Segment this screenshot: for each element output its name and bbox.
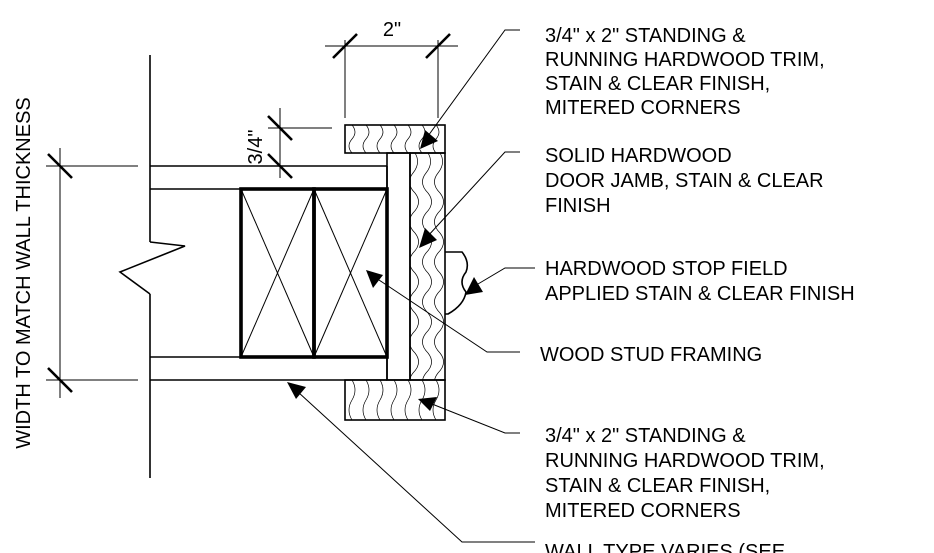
leader-top-trim (427, 29, 520, 137)
leader-door-jamb (426, 151, 520, 238)
door-jamb (386, 152, 446, 381)
wood-stud-framing (239, 187, 389, 359)
arrow-top-trim (420, 130, 438, 149)
wall-break-symbol (118, 241, 186, 295)
wall-section (118, 55, 388, 478)
callout-stop: HARDWOOD STOP FIELD APPLIED STAIN & CLEA… (545, 258, 855, 305)
dimension-label-3-4in: 3/4" (245, 130, 267, 165)
callout-bottom-trim: 3/4" x 2" STANDING & RUNNING HARDWOOD TR… (545, 425, 830, 522)
callout-top-trim: 3/4" x 2" STANDING & RUNNING HARDWOOD TR… (545, 25, 830, 119)
dimension-wall-width: WIDTH TO MATCH WALL THICKNESS (13, 97, 138, 449)
arrow-bottom-trim (418, 397, 437, 411)
arrow-wall-type (287, 382, 306, 399)
dimension-label-2in: 2" (383, 19, 401, 41)
leader-stop (477, 267, 535, 285)
leader-lines (287, 29, 535, 543)
leader-bottom-trim (431, 403, 520, 434)
leader-wall-type (297, 391, 535, 543)
dimension-3-4in: 3/4" (245, 108, 332, 179)
trim-top (344, 124, 446, 154)
callout-door-jamb: SOLID HARDWOOD DOOR JAMB, STAIN & CLEAR … (545, 145, 829, 217)
hardwood-stop (445, 251, 469, 315)
arrow-door-jamb (419, 228, 437, 248)
leader-stud (378, 279, 520, 353)
arrow-stop (465, 277, 483, 295)
dimension-2in: 2" (325, 19, 458, 118)
callout-stud: WOOD STUD FRAMING (540, 344, 762, 366)
dimension-label-wall-width: WIDTH TO MATCH WALL THICKNESS (13, 97, 35, 449)
callout-wall-type: WALL TYPE VARIES (SEE (545, 541, 785, 553)
arrow-stud (366, 270, 383, 288)
